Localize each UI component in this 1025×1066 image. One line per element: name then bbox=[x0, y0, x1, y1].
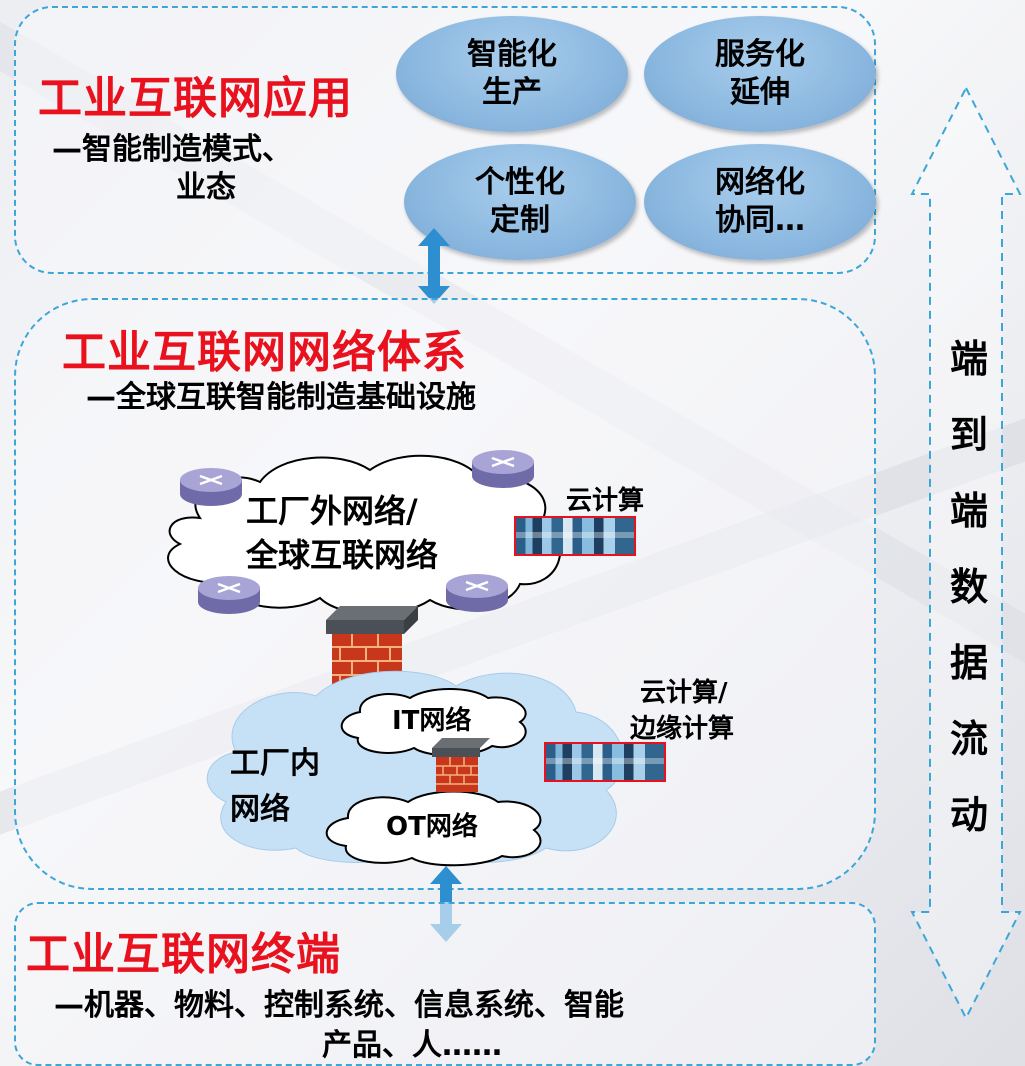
bubble-text: 定制 bbox=[490, 203, 550, 238]
firewall-small-icon bbox=[432, 738, 490, 792]
router-icon bbox=[446, 574, 508, 612]
datacenter-icon bbox=[514, 516, 636, 556]
network-title: 工业互联网网络体系 bbox=[62, 327, 467, 378]
router-icon bbox=[180, 468, 242, 506]
applications-title: 工业互联网应用 bbox=[38, 73, 353, 124]
bubble-text: 延伸 bbox=[730, 75, 790, 110]
flow-char: 到 bbox=[949, 413, 988, 457]
flow-char: 流 bbox=[949, 717, 988, 761]
terminal-line2: 产品、人…… bbox=[322, 1028, 502, 1063]
applications-subtitle-line2: 业态 bbox=[176, 170, 236, 205]
bubble-text: 服务化 bbox=[715, 37, 805, 72]
bubble-text: 生产 bbox=[482, 75, 542, 110]
end-to-end-arrow bbox=[910, 86, 1022, 1020]
edge-computing-line1: 云计算/ bbox=[640, 678, 728, 708]
datacenter-icon bbox=[544, 742, 666, 782]
network-subtitle: —全球互联智能制造基础设施 bbox=[86, 380, 476, 415]
bubble-customization: 个性化 定制 bbox=[404, 144, 636, 260]
terminal-panel bbox=[14, 902, 876, 1066]
edge-computing-line2: 边缘计算 bbox=[630, 714, 735, 744]
factory-network-line1: 工厂内 bbox=[230, 746, 320, 781]
flow-char: 动 bbox=[949, 793, 988, 837]
router-icon bbox=[198, 576, 260, 614]
flow-char: 端 bbox=[949, 489, 988, 533]
terminal-title: 工业互联网终端 bbox=[26, 929, 341, 980]
terminal-line1: —机器、物料、控制系统、信息系统、智能 bbox=[54, 988, 624, 1023]
flow-char: 数 bbox=[949, 565, 988, 609]
ot-network-label: OT网络 bbox=[386, 812, 478, 842]
bubble-text: 智能化 bbox=[467, 37, 557, 72]
factory-network-line2: 网络 bbox=[230, 792, 290, 827]
bubble-text: 个性化 bbox=[475, 165, 565, 200]
bubble-smart-production: 智能化 生产 bbox=[396, 16, 628, 132]
external-network-line1: 工厂外网络/ bbox=[246, 492, 418, 530]
applications-subtitle-line1: —智能制造模式、 bbox=[52, 132, 292, 167]
bubble-text: 网络化 bbox=[715, 165, 805, 200]
router-icon bbox=[472, 450, 534, 488]
flow-char: 端 bbox=[949, 337, 988, 381]
it-network-label: IT网络 bbox=[392, 706, 472, 736]
flow-char: 据 bbox=[949, 641, 988, 685]
bubble-service-extension: 服务化 延伸 bbox=[644, 16, 876, 132]
bubble-networked-collaboration: 网络化 协同… bbox=[644, 144, 876, 260]
double-arrow-top bbox=[418, 228, 450, 304]
ot-cloud-shape bbox=[325, 790, 542, 867]
bubble-text: 协同… bbox=[715, 203, 805, 238]
cloud-computing-label: 云计算 bbox=[566, 486, 645, 516]
external-network-line2: 全球互联网络 bbox=[246, 536, 439, 574]
